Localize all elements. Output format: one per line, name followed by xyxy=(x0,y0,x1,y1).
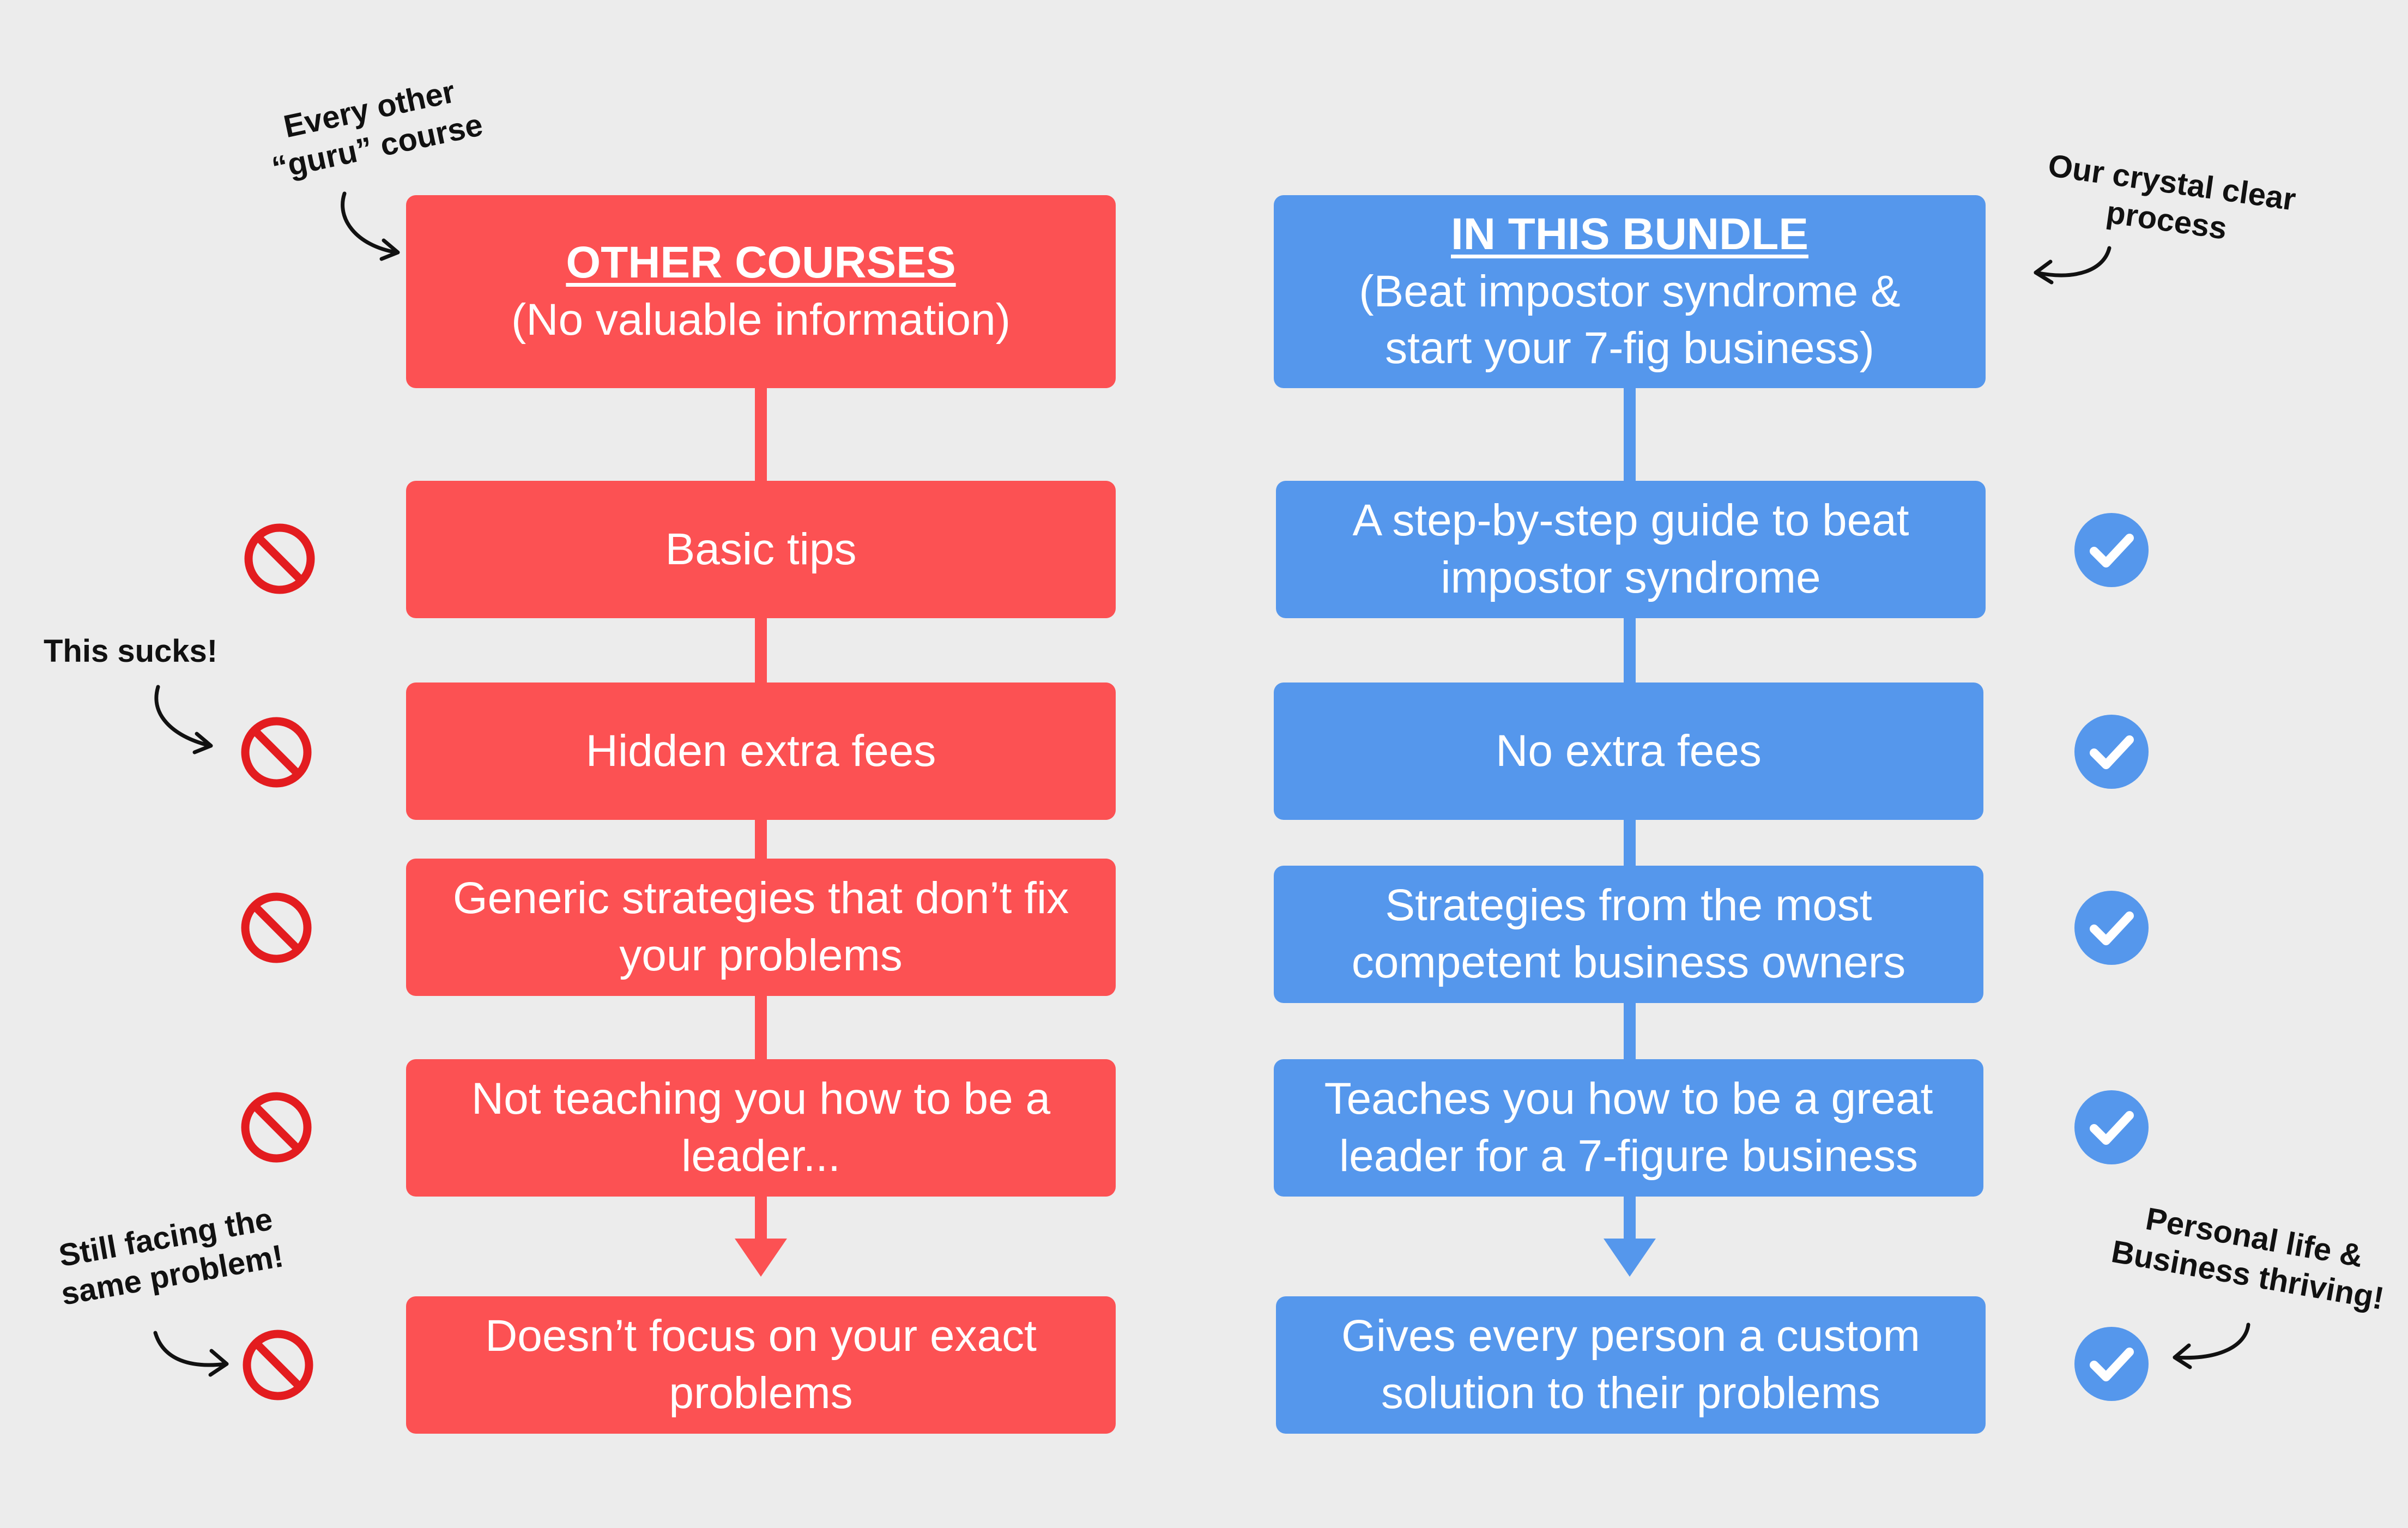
other-courses-item-4: Not teaching you how to be a leader... xyxy=(406,1059,1116,1197)
other-courses-title: OTHER COURSES xyxy=(566,238,956,288)
no-entry-icon xyxy=(241,717,312,788)
check-circle-icon xyxy=(2074,1327,2149,1401)
check-circle-icon xyxy=(2074,1090,2149,1164)
right-flow-arrowhead xyxy=(1604,1239,1656,1277)
other-courses-item-3: Generic strategies that don’t fix your p… xyxy=(406,859,1116,996)
bundle-item-1: A step-by-step guide to beat impostor sy… xyxy=(1276,481,1986,618)
curved-arrow-icon xyxy=(2173,1322,2250,1369)
no-entry-icon xyxy=(241,1092,312,1163)
curved-arrow-icon xyxy=(341,191,400,261)
other-courses-header: OTHER COURSES (No valuable information) xyxy=(406,195,1116,388)
check-circle-icon xyxy=(2074,891,2149,965)
other-courses-subtitle: (No valuable information) xyxy=(511,295,1011,345)
bundle-item-4: Teaches you how to be a great leader for… xyxy=(1274,1059,1983,1197)
bundle-item-2: No extra fees xyxy=(1274,683,1983,820)
curved-arrow-icon xyxy=(153,1331,229,1377)
annotation-guru-course: Every other “guru” course xyxy=(269,74,486,186)
curved-arrow-icon xyxy=(154,685,213,754)
check-circle-icon xyxy=(2074,715,2149,789)
no-entry-icon xyxy=(244,523,315,594)
bundle-title: IN THIS BUNDLE xyxy=(1451,209,1808,259)
no-entry-icon xyxy=(243,1330,313,1400)
no-entry-icon xyxy=(241,892,312,963)
other-courses-item-2: Hidden extra fees xyxy=(406,683,1116,820)
other-courses-item-5: Doesn’t focus on your exact problems xyxy=(406,1296,1116,1434)
annotation-this-sucks: This sucks! xyxy=(44,633,218,669)
bundle-item-3: Strategies from the most competent busin… xyxy=(1274,866,1983,1003)
bundle-subtitle: (Beat impostor syndrome & start your 7-f… xyxy=(1359,266,1901,373)
curved-arrow-icon xyxy=(2034,246,2111,285)
other-courses-item-1: Basic tips xyxy=(406,481,1116,618)
left-flow-arrowhead xyxy=(735,1239,787,1277)
bundle-header: IN THIS BUNDLE (Beat impostor syndrome &… xyxy=(1274,195,1986,388)
check-circle-icon xyxy=(2074,513,2149,587)
annotation-thriving: Personal life & Business thriving! xyxy=(2109,1201,2387,1316)
bundle-item-5: Gives every person a custom solution to … xyxy=(1276,1296,1986,1434)
annotation-same-problem: Still facing the same problem! xyxy=(56,1201,286,1312)
